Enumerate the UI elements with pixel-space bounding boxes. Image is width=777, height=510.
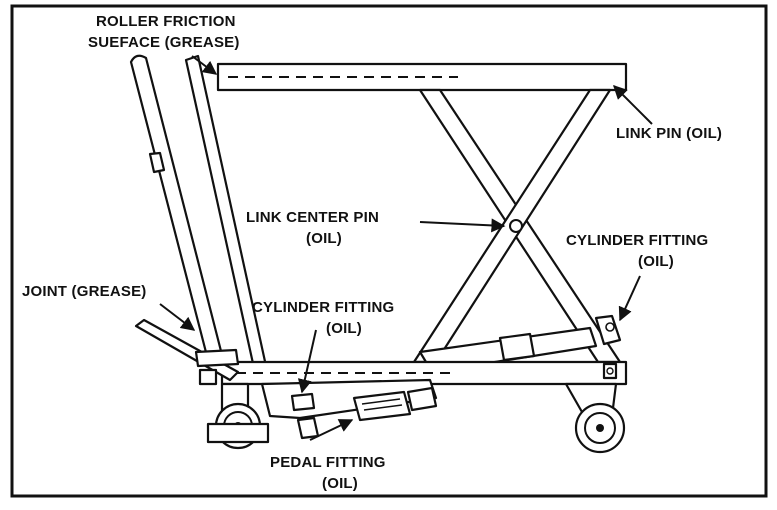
label-pedal-fitting-line2: (OIL) <box>322 475 358 492</box>
label-pedal-fitting-line1: PEDAL FITTING <box>270 454 386 471</box>
label-link-pin: LINK PIN (OIL) <box>616 125 722 142</box>
label-cylinder-fitting-mid-line2: (OIL) <box>326 320 362 337</box>
pump-pedal-assembly <box>260 378 438 440</box>
scissor-arms <box>412 88 622 364</box>
label-roller-friction-line1: ROLLER FRICTION <box>96 13 236 30</box>
left-caster-wheel <box>198 368 270 450</box>
right-caster-wheel <box>564 382 626 454</box>
label-roller-friction-line2: SUEFACE (GREASE) <box>88 34 240 51</box>
push-handle <box>129 54 268 370</box>
label-cylinder-fitting-right-line2: (OIL) <box>638 253 674 270</box>
label-joint: JOINT (GREASE) <box>22 283 146 300</box>
label-link-center-pin-line1: LINK CENTER PIN <box>246 209 379 226</box>
label-link-center-pin-line2: (OIL) <box>306 230 342 247</box>
diagram-border <box>10 4 768 498</box>
label-cylinder-fitting-right-line1: CYLINDER FITTING <box>566 232 708 249</box>
top-table-platform <box>216 62 628 92</box>
link-center-pin <box>509 219 523 233</box>
foot-pedal <box>134 318 240 382</box>
leader-arrows <box>159 55 653 441</box>
label-cylinder-fitting-mid-line1: CYLINDER FITTING <box>252 299 394 316</box>
